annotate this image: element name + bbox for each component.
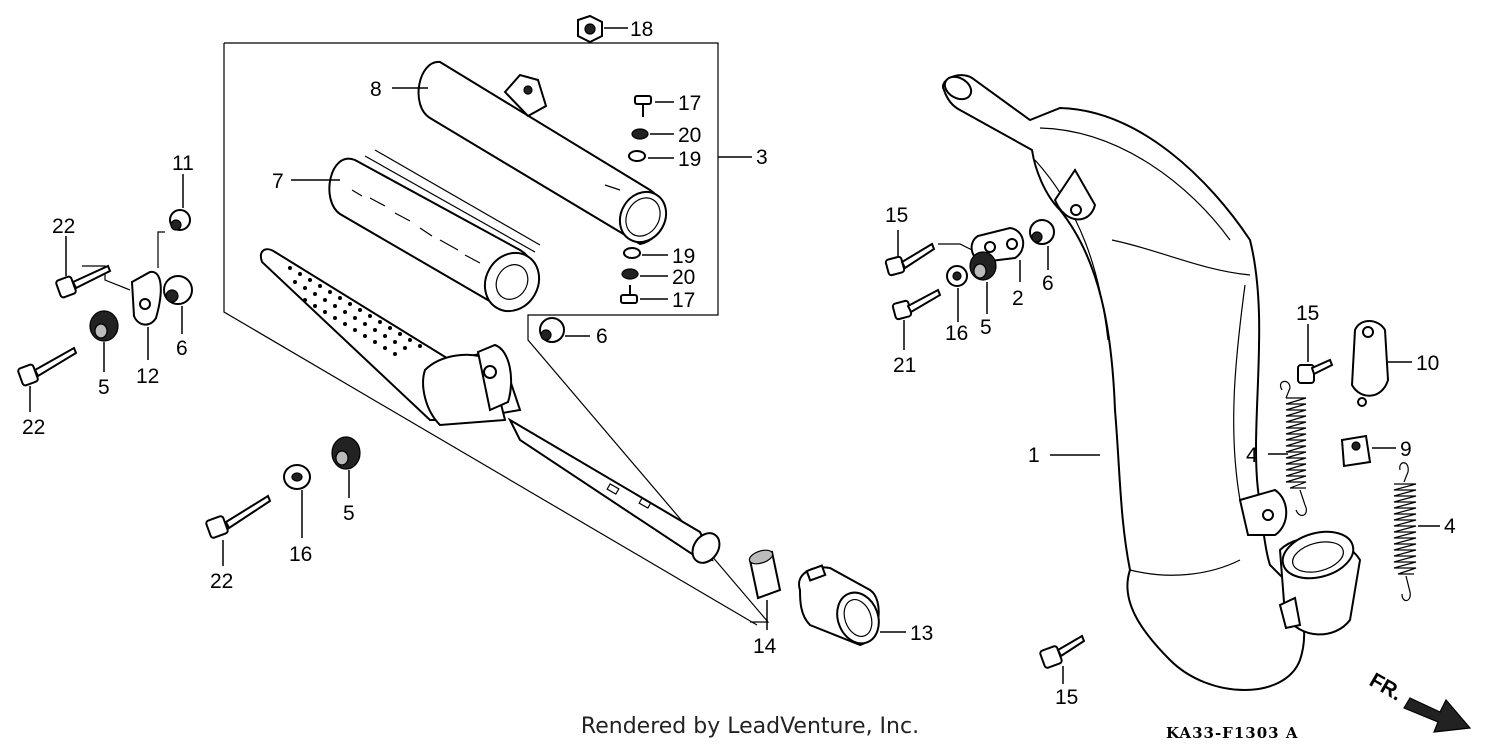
front-direction-label: FR. <box>1365 669 1406 706</box>
callout-5-right: 5 <box>980 316 992 339</box>
spring-4-left <box>1280 380 1307 517</box>
bolt-22-lower <box>17 346 78 387</box>
collar-11 <box>169 209 191 231</box>
callout-22-upper: 22 <box>52 215 75 238</box>
callout-10: 10 <box>1416 352 1439 375</box>
silencer-inner-core <box>260 248 721 564</box>
callout-8: 8 <box>370 78 382 101</box>
washer-16-left <box>283 464 311 490</box>
nut-18 <box>577 14 603 44</box>
callout-6-middle: 6 <box>596 325 608 348</box>
callout-19-top: 19 <box>678 148 701 171</box>
stay-plate-12 <box>130 270 162 326</box>
collar-6-left <box>163 275 193 305</box>
expansion-chamber <box>942 74 1362 691</box>
callout-15-upper: 15 <box>885 204 908 227</box>
callout-22-lower: 22 <box>22 416 45 439</box>
drawing-code-text: KA33-F1303 <box>1166 724 1280 742</box>
silencer-outer-shell <box>417 60 668 246</box>
clip-9 <box>1340 434 1372 468</box>
bolt-15-upper <box>884 242 936 277</box>
washer-16-right <box>946 265 968 287</box>
bolt-22-upper <box>55 264 112 299</box>
spring-4-right <box>1393 462 1417 602</box>
bolt-17-top <box>634 95 652 117</box>
bolt-15-bottom <box>1039 634 1086 669</box>
callout-22-bottom: 22 <box>210 570 233 593</box>
callout-15-middle: 15 <box>1296 302 1319 325</box>
callout-12: 12 <box>136 365 159 388</box>
silencer-assembly-outline <box>223 42 770 626</box>
washer-19-top <box>628 150 646 162</box>
callout-17-bottom: 17 <box>672 289 695 312</box>
callout-5-left: 5 <box>98 376 110 399</box>
callout-6-right: 6 <box>1042 272 1054 295</box>
credit-text: Rendered by LeadVenture, Inc. <box>580 714 920 739</box>
drawing-revision: A <box>1285 724 1299 742</box>
washer-19-bottom <box>623 247 641 259</box>
callout-21: 21 <box>893 354 916 377</box>
joint-collar-14 <box>748 549 782 600</box>
rubber-5-lower <box>331 436 361 470</box>
callout-20-top: 20 <box>678 124 701 147</box>
rubber-5-left <box>89 310 119 342</box>
callout-20-bottom: 20 <box>672 266 695 289</box>
front-direction-arrow <box>1403 697 1472 733</box>
callout-6-left: 6 <box>176 337 188 360</box>
callout-15-bottom: 15 <box>1055 686 1078 709</box>
callout-17-top: 17 <box>678 92 701 115</box>
callout-4-left: 4 <box>1246 444 1258 467</box>
collar-6-right <box>1029 219 1055 245</box>
callout-13: 13 <box>910 622 933 645</box>
bolt-17-bottom <box>620 285 638 304</box>
bolt-22-bottom <box>205 494 272 539</box>
washer-20-top <box>631 128 649 140</box>
collar-6-middle <box>539 317 565 343</box>
bracket-10 <box>1350 320 1390 407</box>
bolt-15-middle <box>1297 358 1334 384</box>
callout-5-lower: 5 <box>343 502 355 525</box>
callout-7: 7 <box>272 170 284 193</box>
callout-3: 3 <box>756 146 768 169</box>
rubber-5-right <box>969 251 997 281</box>
sleeve-13 <box>798 564 880 647</box>
callout-19-bottom: 19 <box>672 245 695 268</box>
callout-14: 14 <box>753 635 777 658</box>
callout-2: 2 <box>1012 287 1024 310</box>
drawing-code: KA33-F1303 A <box>1166 724 1298 742</box>
bolt-21 <box>891 288 942 321</box>
credit-line: Rendered by LeadVenture, Inc. <box>0 714 1500 739</box>
callout-11: 11 <box>172 152 194 175</box>
callout-4-right: 4 <box>1444 515 1456 538</box>
silencer-packing <box>328 149 541 313</box>
washer-20-bottom <box>621 268 639 280</box>
callout-16-left: 16 <box>289 543 312 566</box>
callout-16-right: 16 <box>945 322 968 345</box>
callout-1: 1 <box>1028 444 1040 467</box>
callout-18: 18 <box>630 18 653 41</box>
callout-9: 9 <box>1400 438 1412 461</box>
